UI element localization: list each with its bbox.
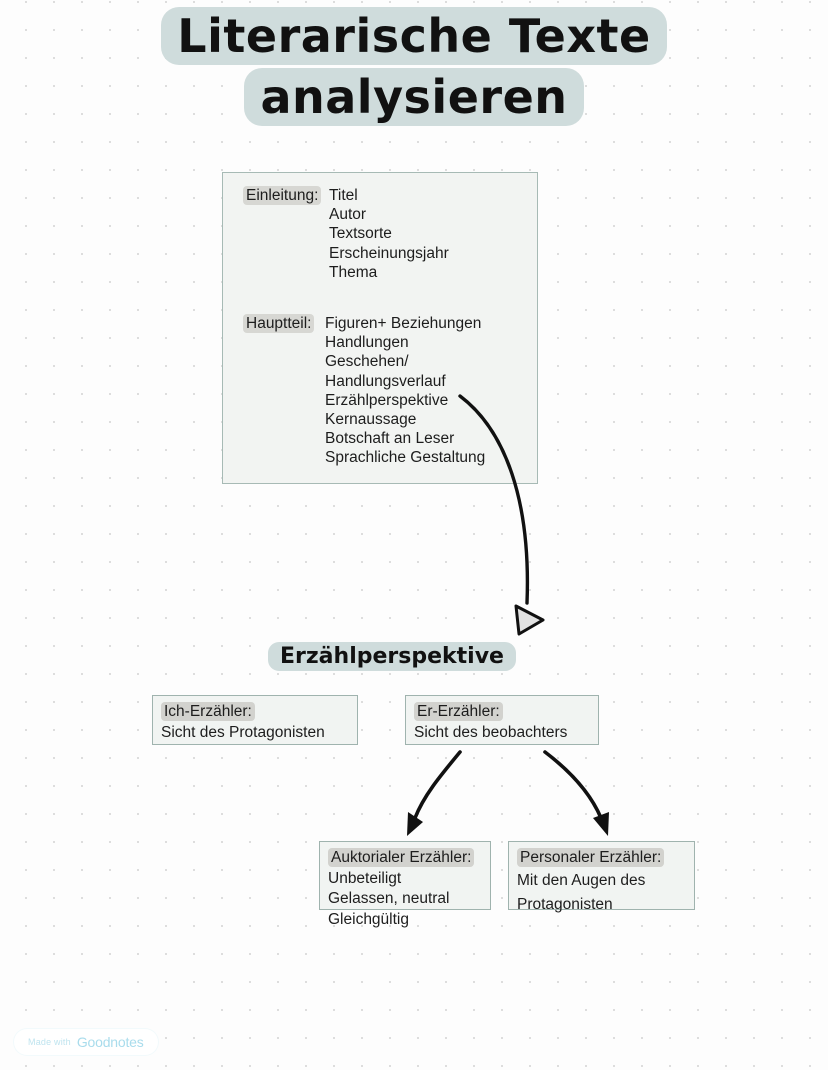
ich-erzaehler-content: Ich-Erzähler: Sicht des Protagonisten	[153, 696, 357, 747]
er-erzaehler-line: Sicht des beobachters	[414, 723, 568, 741]
page-title-line-1-text: Literarische Texte	[161, 7, 667, 65]
page-title: Literarische Texte analysieren	[0, 7, 828, 126]
hauptteil-items: Figuren+ Beziehungen Handlungen Geschehe…	[325, 314, 485, 468]
list-item: Botschaft an Leser	[325, 430, 455, 448]
page-title-line-2: analysieren	[0, 68, 828, 126]
page-title-line-2-text: analysieren	[244, 68, 584, 126]
list-item: Geschehen/	[325, 353, 409, 371]
list-item: Autor	[329, 206, 367, 224]
auktorialer-erzaehler-heading-wrap: Auktorialer Erzähler:	[328, 848, 482, 869]
personaler-erzaehler-content: Personaler Erzähler: Mit den Augen des P…	[509, 842, 694, 921]
personaler-erzaehler-line: Mit den Augen des	[517, 871, 646, 889]
personaler-erzaehler-box: Personaler Erzähler: Mit den Augen des P…	[508, 841, 695, 913]
auktorialer-erzaehler-line: Gelassen, neutral	[328, 890, 450, 907]
list-item: Sprachliche Gestaltung	[325, 449, 486, 467]
personaler-erzaehler-heading-wrap: Personaler Erzähler:	[517, 848, 686, 869]
einleitung-label-wrap: Einleitung:	[243, 186, 329, 282]
list-item: Thema	[329, 263, 378, 281]
er-erzaehler-box: Er-Erzähler: Sicht des beobachters	[405, 695, 599, 745]
er-erzaehler-heading-wrap: Er-Erzähler:	[414, 702, 590, 723]
section-heading-text: Erzählperspektive	[268, 642, 516, 671]
list-item: Figuren+ Beziehungen	[325, 315, 482, 332]
ich-erzaehler-box: Ich-Erzähler: Sicht des Protagonisten	[152, 695, 358, 745]
list-item: Kernaussage	[325, 411, 417, 429]
ich-erzaehler-heading: Ich-Erzähler:	[161, 702, 255, 721]
personaler-erzaehler-line: Protagonisten	[517, 895, 613, 913]
auktorialer-erzaehler-line: Gleichgültig	[328, 910, 409, 928]
page-title-line-1: Literarische Texte	[0, 7, 828, 65]
auktorialer-erzaehler-box: Auktorialer Erzähler: Unbeteiligt Gelass…	[319, 841, 491, 928]
hauptteil-label-wrap: Hauptteil:	[243, 314, 325, 468]
list-item: Erscheinungsjahr	[329, 244, 449, 262]
einleitung-label: Einleitung:	[243, 186, 322, 205]
list-item: Textsorte	[329, 225, 392, 243]
structure-box: Einleitung: Titel Autor Textsorte Ersche…	[222, 172, 538, 484]
personaler-erzaehler-heading: Personaler Erzähler:	[517, 848, 665, 867]
auktorialer-erzaehler-content: Auktorialer Erzähler: Unbeteiligt Gelass…	[320, 842, 490, 934]
ich-erzaehler-line: Sicht des Protagonisten	[161, 723, 325, 741]
hauptteil-block: Hauptteil: Figuren+ Beziehungen Handlung…	[243, 314, 485, 468]
er-erzaehler-content: Er-Erzähler: Sicht des beobachters	[406, 696, 598, 747]
auktorialer-erzaehler-heading: Auktorialer Erzähler:	[328, 848, 475, 867]
watermark-made-with: Made with	[28, 1037, 71, 1047]
einleitung-items: Titel Autor Textsorte Erscheinungsjahr T…	[329, 186, 449, 282]
goodnotes-watermark: Made with Goodnotes	[14, 1029, 158, 1055]
auktorialer-erzaehler-line: Unbeteiligt	[328, 869, 402, 887]
hauptteil-label: Hauptteil:	[243, 314, 315, 333]
list-item: Handlungen	[325, 334, 409, 352]
section-heading-erzaehlperspektive: Erzählperspektive	[268, 642, 516, 671]
einleitung-block: Einleitung: Titel Autor Textsorte Ersche…	[243, 186, 449, 282]
watermark-brand: Goodnotes	[76, 1034, 144, 1050]
list-item: Erzählperspektive	[325, 391, 449, 409]
ich-erzaehler-heading-wrap: Ich-Erzähler:	[161, 702, 349, 723]
list-item: Handlungsverlauf	[325, 372, 446, 390]
list-item: Titel	[329, 187, 358, 204]
er-erzaehler-heading: Er-Erzähler:	[414, 702, 503, 721]
